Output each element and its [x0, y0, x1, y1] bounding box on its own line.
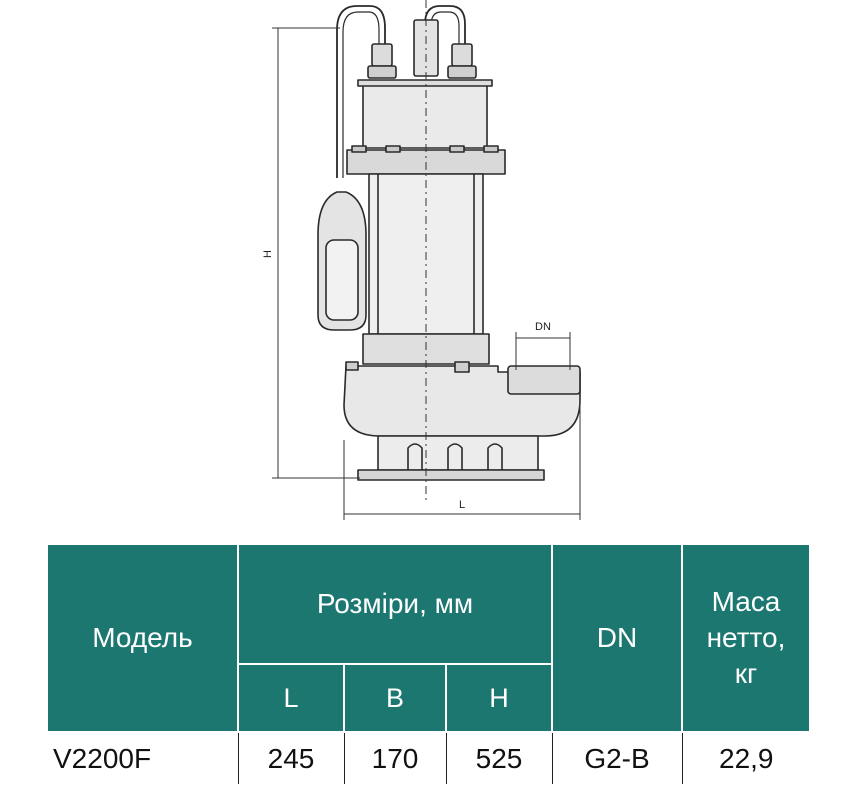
cell-h: 525 [445, 732, 553, 784]
header-mass-line2: нетто, [706, 622, 786, 653]
dimension-l-label: L [459, 499, 465, 511]
discharge-outlet [507, 365, 581, 395]
cable-gland-left [371, 43, 393, 67]
cable-gland-right [451, 43, 473, 67]
strainer [377, 435, 539, 471]
header-dimensions: Розміри, мм [237, 543, 553, 665]
spec-table: Модель Розміри, мм DN Маса нетто, кг L B… [46, 543, 811, 784]
pump-drawing: H L DN [262, 0, 581, 520]
header-mass-line1: Маса [711, 586, 781, 617]
dimension-h-label: H [262, 250, 274, 258]
header-model: Модель [46, 543, 239, 733]
motor-head [362, 81, 488, 149]
base-plate [357, 469, 545, 481]
header-mass: Маса нетто, кг [681, 543, 811, 733]
cell-b: 170 [343, 732, 447, 784]
cell-dn: G2-B [551, 732, 683, 784]
header-mass-line3: кг [734, 658, 758, 689]
cell-l: 245 [237, 732, 345, 784]
dimension-dn-label: DN [535, 321, 551, 333]
cell-model: V2200F [47, 732, 239, 784]
subheader-h: H [445, 663, 553, 733]
header-dn: DN [551, 543, 683, 733]
cell-mass: 22,9 [681, 732, 810, 784]
subheader-l: L [237, 663, 345, 733]
subheader-b: B [343, 663, 447, 733]
table-row: V2200F 245 170 525 G2-B 22,9 [47, 732, 810, 784]
